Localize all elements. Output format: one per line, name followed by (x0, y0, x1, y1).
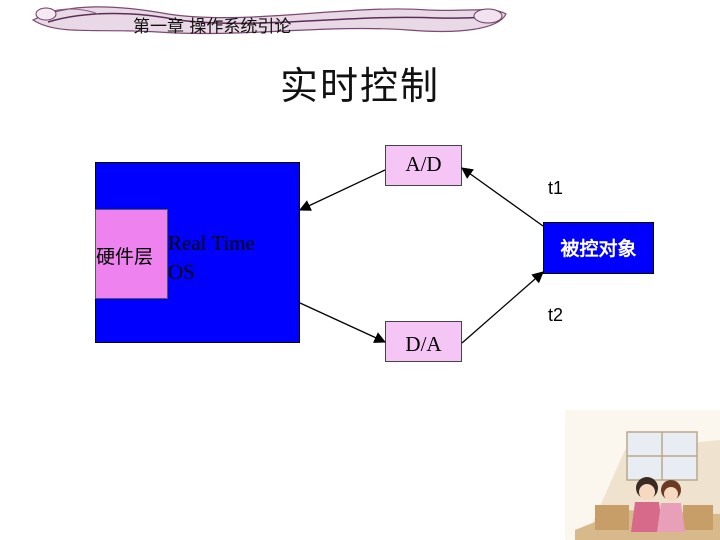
ad-converter-box: A/D (385, 145, 462, 186)
t1-label: t1 (548, 178, 564, 198)
t2-label: t2 (548, 305, 564, 325)
da-converter-box: D/A (385, 321, 462, 362)
arrow-da-to-plant (461, 271, 544, 344)
realtime-os-label-line1: Real Time (168, 231, 255, 255)
hardware-layer-box (95, 209, 168, 299)
header-banner-decoration (31, 6, 507, 35)
chapter-title: 第一章 操作系统引论 (133, 17, 292, 37)
arrow-plant-to-ad (461, 167, 544, 227)
corner-illustration (565, 410, 720, 540)
arrow-ad-to-os (298, 169, 386, 211)
slide-title: 实时控制 (279, 64, 440, 108)
realtime-os-label: Real Time OS (168, 229, 255, 287)
hardware-layer-label: 硬件层 (96, 246, 154, 268)
realtime-os-label-line2: OS (168, 260, 195, 284)
arrow-os-to-da (299, 302, 387, 343)
controlled-object-box: 被控对象 (543, 222, 654, 274)
